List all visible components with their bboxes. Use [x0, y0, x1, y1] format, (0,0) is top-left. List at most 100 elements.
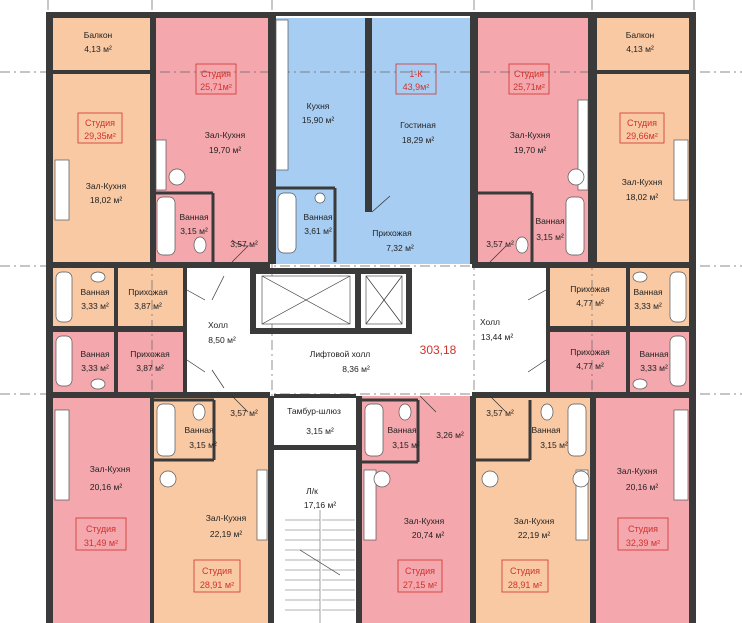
fill-balkon-tr — [597, 18, 689, 70]
kitchen-counter-icon — [673, 139, 689, 201]
round-table-icon — [159, 470, 177, 488]
room-area-vannaya-a: 3,15 м² — [180, 226, 208, 236]
toilet-icon — [193, 236, 207, 254]
room-area-zal-e: 20,16 м² — [90, 482, 122, 492]
svg-text:Студия: Студия — [510, 566, 540, 576]
apt-label-9: Студия 27,15 м² — [397, 559, 443, 593]
kitchen-counter-icon — [155, 139, 167, 191]
fixtures — [54, 19, 689, 541]
room-name-vannaya-e: Ванная — [80, 349, 110, 359]
room-area-holl-right: 13,44 м² — [481, 332, 513, 342]
room-area-vannaya-center: 3,61 м² — [304, 226, 332, 236]
toilet-icon — [515, 236, 529, 254]
stair-flights — [285, 510, 355, 623]
room-name-zal-e: Зал-Кухня — [90, 464, 131, 474]
fill-balkon-tl — [53, 18, 150, 70]
bathtub-icon — [669, 335, 687, 387]
room-area-vannaya-h: 3,15 м² — [392, 440, 420, 450]
room-area-vannaya-e: 3,33 м² — [81, 363, 109, 373]
room-area-lift-holl: 8,36 м² — [342, 364, 370, 374]
apartment-labels: Студия 25,71м² 1-К 43,9м² Студия 25,71м²… — [75, 63, 669, 593]
round-table-icon — [481, 470, 499, 488]
room-name-vannaya-h: Ванная — [387, 425, 417, 435]
svg-text:32,39 м²: 32,39 м² — [626, 538, 660, 548]
room-area-vannaya-f: 3,33 м² — [640, 363, 668, 373]
room-name-vannaya-center: Ванная — [303, 212, 333, 222]
room-fills — [53, 18, 689, 623]
apt-label-10: Студия 28,91 м² — [501, 559, 549, 593]
room-area-zal-g: 22,19 м² — [210, 529, 242, 539]
bathtub-icon — [669, 271, 687, 323]
svg-text:29,66м²: 29,66м² — [626, 131, 658, 141]
apt-label-1: Студия 25,71м² — [195, 63, 237, 95]
room-name-gostinaya: Гостиная — [400, 120, 436, 130]
room-name-kitchen-center: Кухня — [307, 101, 330, 111]
svg-text:Студия: Студия — [514, 69, 544, 79]
room-name-vannaya-f: Ванная — [639, 349, 669, 359]
apt-label-4: Студия 29,35м² — [77, 112, 123, 144]
room-area-prihozhaya-a: 3,87 м² — [134, 301, 162, 311]
round-table-icon — [567, 168, 585, 186]
svg-text:43,9м²: 43,9м² — [403, 82, 430, 92]
fill-apt-5-lower — [548, 268, 689, 326]
room-name-zal-h: Зал-Кухня — [404, 516, 445, 526]
room-area-zal-f: 20,16 м² — [626, 482, 658, 492]
room-area-zal-c: 18,02 м² — [90, 195, 122, 205]
room-area-small-e: 3,26 м² — [436, 430, 464, 440]
room-area-vannaya-g: 3,15 м² — [189, 440, 217, 450]
room-area-prihozhaya-d: 4,77 м² — [576, 361, 604, 371]
room-name-zal-g: Зал-Кухня — [206, 513, 247, 523]
bathtub-icon — [277, 192, 297, 254]
room-name-vannaya-d: Ванная — [633, 287, 663, 297]
room-area-vannaya-i: 3,15 м² — [540, 440, 568, 450]
room-name-zal-i: Зал-Кухня — [514, 516, 555, 526]
room-area-small-a: 3,57 м² — [230, 239, 258, 249]
room-area-tambur: 3,15 м² — [306, 426, 334, 436]
room-area-prihozhaya-c: 3,87 м² — [136, 363, 164, 373]
room-area-holl-left: 8,50 м² — [208, 335, 236, 345]
room-area-gostinaya: 18,29 м² — [402, 135, 434, 145]
round-table-icon — [168, 168, 186, 186]
toilet-icon — [192, 403, 206, 421]
bathtub-icon — [156, 196, 176, 256]
room-area-small-b: 3,57 м² — [486, 239, 514, 249]
room-area-balkon-tr: 4,13 м² — [626, 44, 654, 54]
apt-label-5: Студия 29,66м² — [619, 112, 665, 144]
room-name-holl-left: Холл — [208, 320, 228, 330]
svg-text:25,71м²: 25,71м² — [200, 82, 232, 92]
svg-text:Студия: Студия — [202, 566, 232, 576]
apt-label-7: Студия 32,39 м² — [617, 517, 669, 551]
toilet-icon — [398, 403, 412, 421]
svg-text:1-К: 1-К — [409, 69, 423, 79]
svg-text:Студия: Студия — [201, 69, 231, 79]
room-area-small-c: 3,57 м² — [230, 408, 258, 418]
room-name-tambur: Тамбур-шлюз — [287, 406, 341, 416]
bathtub-icon — [567, 403, 587, 457]
room-name-prihozhaya-b: Прихожая — [570, 284, 610, 294]
svg-text:Студия: Студия — [86, 524, 116, 534]
kitchen-counter-icon — [577, 99, 589, 191]
apt-label-8: Студия 28,91 м² — [193, 559, 241, 593]
kitchen-counter-icon — [363, 469, 377, 541]
room-name-prihozhaya-d: Прихожая — [570, 347, 610, 357]
kitchen-counter-icon — [54, 409, 70, 501]
apt-label-2: 1-К 43,9м² — [395, 63, 437, 95]
room-area-vannaya-b: 3,15 м² — [536, 232, 564, 242]
svg-text:28,91 м²: 28,91 м² — [200, 580, 234, 590]
room-name-zal-f: Зал-Кухня — [617, 466, 658, 476]
fill-apt-7 — [596, 396, 689, 623]
room-area-kitchen-center: 15,90 м² — [302, 115, 334, 125]
fill-apt-4-lower — [53, 268, 185, 326]
room-name-zal-b: Зал-Кухня — [510, 130, 551, 140]
bathtub-icon — [55, 335, 73, 387]
bathtub-icon — [364, 403, 384, 457]
room-area-prihozhaya-b: 4,77 м² — [576, 298, 604, 308]
total-area-label: 303,18 — [420, 343, 457, 357]
room-name-balkon-tr: Балкон — [626, 30, 655, 40]
round-table-icon — [373, 470, 391, 488]
doors — [186, 195, 547, 413]
room-name-vannaya-a: Ванная — [179, 212, 209, 222]
kitchen-counter-icon — [673, 409, 689, 501]
room-area-prihozhaya-center: 7,32 м² — [386, 243, 414, 253]
